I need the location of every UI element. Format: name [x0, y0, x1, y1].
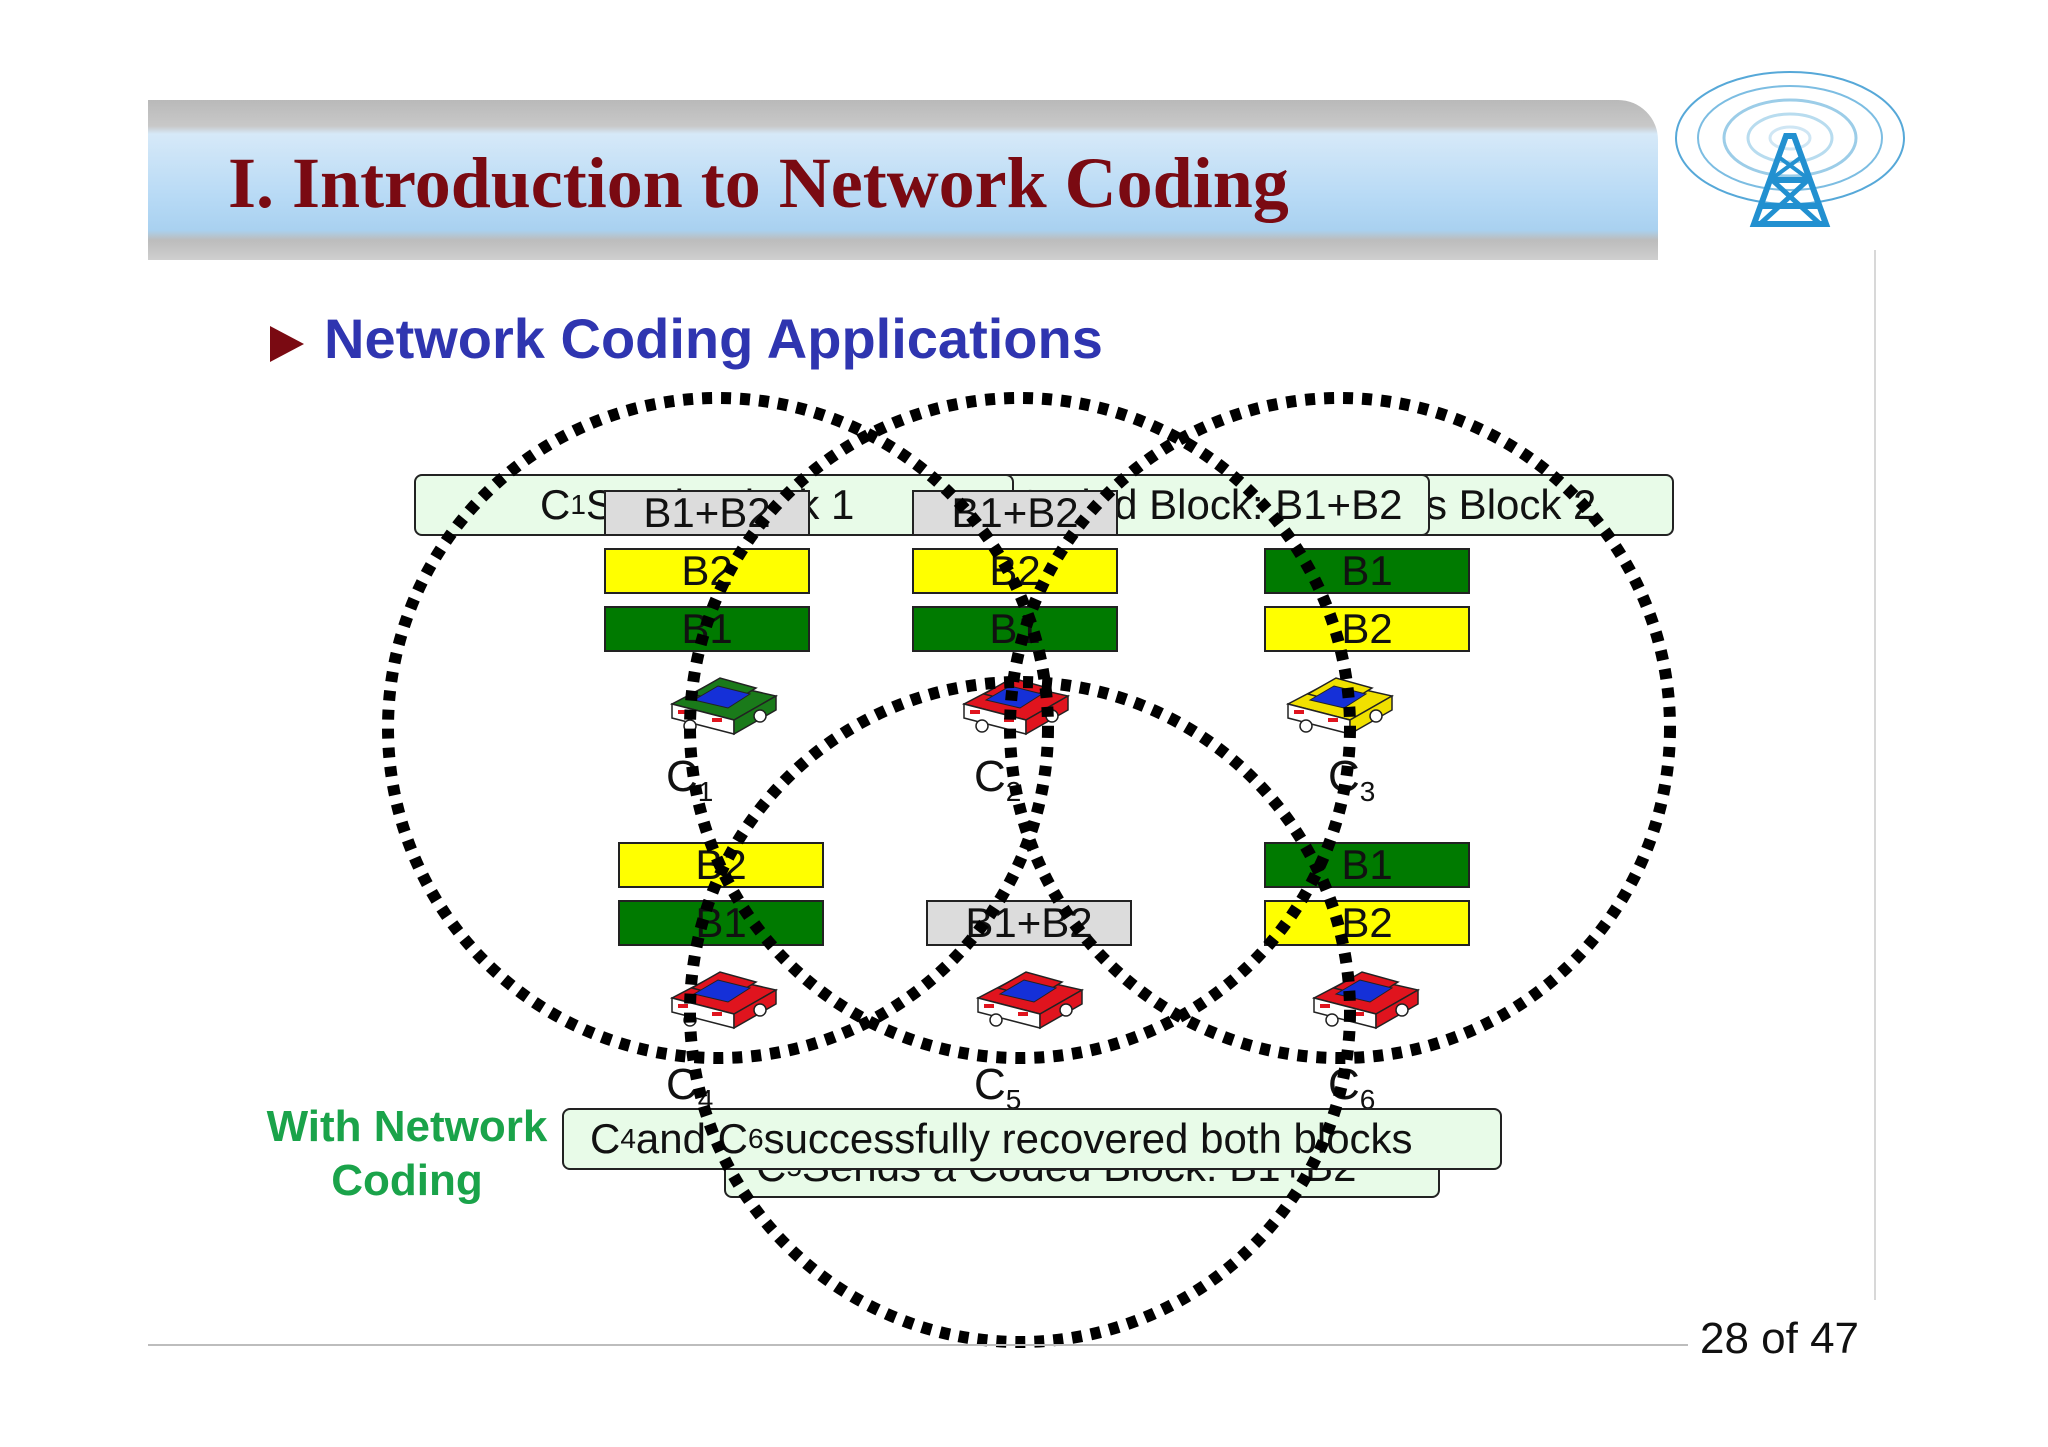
- node-label-c6: C6: [1328, 1060, 1375, 1116]
- node-sub: 6: [1359, 1083, 1376, 1115]
- mode-label: With Network Coding: [266, 1102, 548, 1205]
- caption-c1-letter: C: [540, 481, 571, 528]
- node-letter: C: [1328, 1060, 1360, 1109]
- range-circle-c5: [684, 676, 1356, 1348]
- block-c1-b1: B1: [604, 605, 810, 652]
- caption-c1-sub: 1: [570, 489, 586, 520]
- block-c6-b1: B1: [1264, 841, 1470, 888]
- caption-recovered-sub-b: 6: [748, 1123, 764, 1154]
- slide-title: I. Introduction to Network Coding: [228, 143, 1289, 223]
- footer-rule: [148, 1344, 1688, 1346]
- caption-recovered-letter-a: C: [590, 1115, 621, 1162]
- slide-subtitle: Network Coding Applications: [324, 307, 1103, 370]
- right-border-rule: [1874, 250, 1876, 1300]
- page-number: 28 of 47: [1700, 1314, 1860, 1363]
- block-c1-b2: B2: [604, 547, 810, 594]
- car-icon-c5: [975, 971, 1085, 1030]
- range-circle-c3: [1004, 392, 1676, 1064]
- node-sub: 1: [697, 775, 714, 807]
- node-label-c5: C5: [974, 1060, 1021, 1116]
- caption-recovered-text: successfully recovered both blocks: [763, 1115, 1413, 1162]
- block-c5-coded: B1+B2: [926, 899, 1132, 946]
- radio-tower-logo-icon: [1675, 71, 1905, 227]
- title-bar: [148, 100, 1658, 260]
- caption-recovered-sub-a: 4: [620, 1123, 636, 1154]
- block-c6-b2: B2: [1264, 899, 1470, 946]
- range-circle-c2: [684, 392, 1356, 1064]
- play-arrow-icon: [270, 326, 304, 362]
- block-c3-b2: B2: [1264, 605, 1470, 652]
- node-letter: C: [666, 1060, 698, 1109]
- range-circle-c1: [382, 392, 1054, 1064]
- node-sub: 5: [1005, 1083, 1022, 1115]
- node-letter: C: [974, 1060, 1006, 1109]
- node-letter: C: [974, 752, 1006, 801]
- caption-recovered-mid: and C: [635, 1115, 748, 1162]
- block-c2-b1: B1: [912, 605, 1118, 652]
- node-sub: 3: [1359, 775, 1376, 807]
- car-icon-c4: [669, 971, 779, 1030]
- node-label-c3: C3: [1328, 752, 1375, 808]
